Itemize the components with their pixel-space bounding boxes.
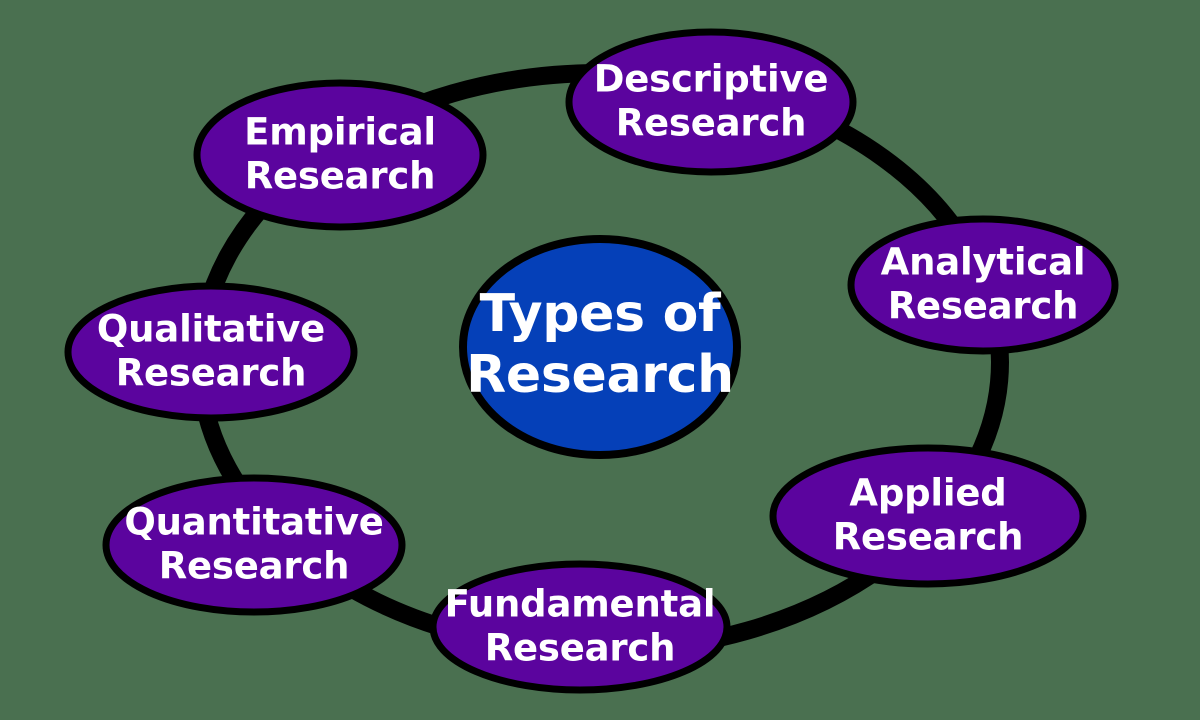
center-node[interactable]: Types of Research [459,235,741,459]
branch-node-shape [429,560,731,694]
branch-label-line2: Research [888,285,1079,328]
branch-label-line2: Research [616,102,807,145]
center-node-label-line1: Types of [480,284,722,344]
center-node-label-line2: Research [466,345,734,405]
branch-label-line1: Analytical [881,241,1086,284]
branch-label-line1: Applied [849,472,1006,515]
branch-node-shape [64,282,358,422]
center-node-shape [459,235,741,459]
branch-label-line2: Research [245,155,436,198]
branch-label-line2: Research [833,516,1024,559]
branch-label-line1: Descriptive [594,58,829,101]
branch-node-shape [565,28,857,176]
branch-node-shape [102,474,406,616]
branch-label-line2: Research [159,545,350,588]
branch-label-line2: Research [116,352,307,395]
branch-node-shape [847,215,1119,355]
branch-label-line1: Fundamental [445,583,716,626]
branch-label-line1: Empirical [244,111,436,154]
branch-node-shape [769,444,1087,588]
branch-label-line1: Quantitative [124,501,383,544]
branch-label-line2: Research [485,627,676,670]
branch-label-line1: Qualitative [97,308,325,351]
branch-node-shape [193,79,487,231]
branch-node-layer: DescriptiveResearchAnalyticalResearchApp… [64,28,1119,694]
